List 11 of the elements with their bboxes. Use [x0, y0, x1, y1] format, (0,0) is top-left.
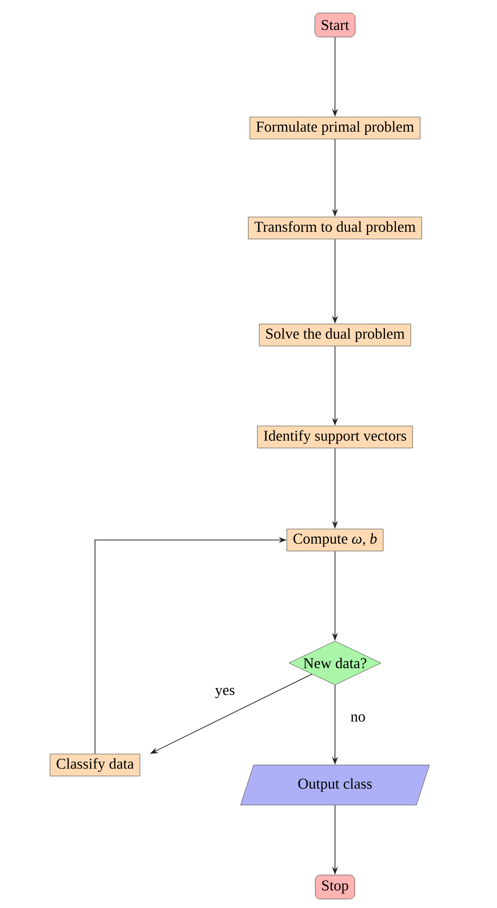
process-box: Compute ω, b [286, 528, 384, 552]
process-box: Solve the dual problem [259, 324, 411, 346]
process-box: Formulate primal problem [250, 116, 420, 140]
stop-terminal: Stop [315, 874, 355, 900]
process-box: Transform to dual problem [248, 216, 422, 240]
output-parallelogram: Output class [240, 764, 430, 806]
process-box: Classify data [50, 754, 140, 776]
edge-label: yes [214, 686, 236, 700]
edge-label: no [350, 713, 366, 723]
process-box: Identify support vectors [257, 426, 413, 448]
start-terminal: Start [314, 12, 356, 38]
